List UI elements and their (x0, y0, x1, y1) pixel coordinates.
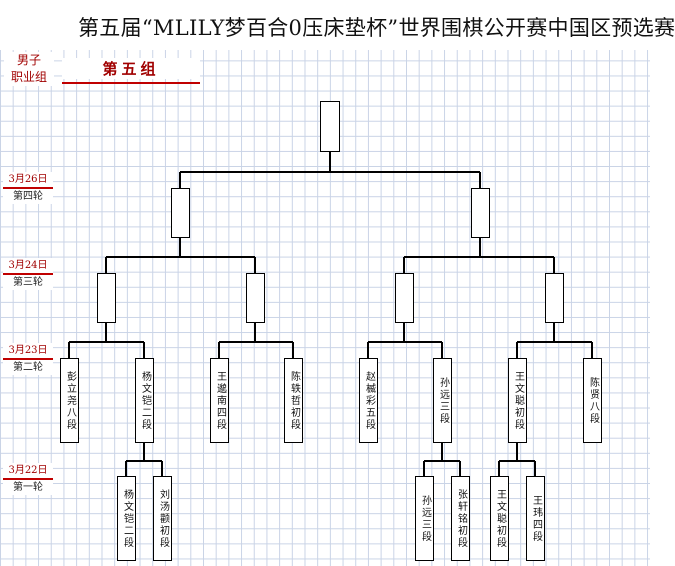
round3-label: 3月24日 第三轮 (3, 258, 53, 290)
group-underline (62, 82, 200, 84)
player-name: 杨文铠二段 (139, 370, 151, 431)
player-name: 彭立尧八段 (64, 370, 76, 431)
player-name: 杨文铠二段 (121, 488, 133, 549)
round3-box-4 (545, 273, 564, 323)
round2-player-box: 陈贤八段 (583, 358, 602, 443)
title-band (0, 0, 650, 50)
player-name: 张轩铭初段 (455, 488, 467, 549)
page-title: 第五届“MLILY梦百合0压床垫杯”世界围棋公开赛中国区预选赛 (78, 16, 675, 40)
round2-date: 3月23日 (3, 343, 53, 360)
player-name: 王文聪初段 (512, 370, 524, 431)
round1-player-box: 刘汤颧初段 (153, 476, 172, 561)
round2-player-box: 赵楲彩五段 (359, 358, 378, 443)
final-winner-box (320, 101, 340, 152)
round3-box-3 (395, 273, 414, 323)
bracket-lines (68, 152, 593, 476)
round2-player-box: 王文聪初段 (508, 358, 527, 443)
round2-name: 第二轮 (3, 360, 53, 375)
round1-label: 3月22日 第一轮 (3, 463, 53, 495)
round2-player-box: 王邈南四段 (210, 358, 229, 443)
player-name: 陈轶哲初段 (288, 370, 300, 431)
semifinal-box-right (471, 188, 490, 238)
round1-player-box: 王玮四段 (526, 476, 545, 561)
division-level: 职业组 (10, 70, 47, 84)
division-gender: 男子 (16, 53, 41, 67)
round4-label: 3月26日 第四轮 (3, 172, 53, 204)
round2-label: 3月23日 第二轮 (3, 343, 53, 375)
player-name: 陈贤八段 (587, 376, 599, 425)
round4-name: 第四轮 (3, 189, 53, 204)
player-name: 孙远三段 (437, 376, 449, 425)
round1-player-box: 王文聪初段 (490, 476, 509, 561)
round1-date: 3月22日 (3, 463, 53, 480)
semifinal-box-left (171, 188, 190, 238)
round2-player-box: 彭立尧八段 (60, 358, 79, 443)
division-label: 男子 职业组 (4, 52, 54, 86)
round4-date: 3月26日 (3, 172, 53, 189)
player-name: 王邈南四段 (214, 370, 226, 431)
round2-player-box: 杨文铠二段 (135, 358, 154, 443)
round2-player-box: 陈轶哲初段 (284, 358, 303, 443)
player-name: 孙远三段 (419, 494, 431, 543)
player-name: 王玮四段 (530, 494, 542, 543)
round3-date: 3月24日 (3, 258, 53, 275)
group-label: 第五组 (62, 58, 200, 79)
round1-player-box: 张轩铭初段 (451, 476, 470, 561)
round1-name: 第一轮 (3, 480, 53, 495)
round3-box-1 (97, 273, 116, 323)
round1-player-box: 孙远三段 (415, 476, 434, 561)
player-name: 赵楲彩五段 (363, 370, 375, 431)
player-name: 王文聪初段 (494, 488, 506, 549)
round1-player-box: 杨文铠二段 (117, 476, 136, 561)
round3-name: 第三轮 (3, 275, 53, 290)
round2-player-box: 孙远三段 (433, 358, 452, 443)
player-name: 刘汤颧初段 (157, 488, 169, 549)
round3-box-2 (246, 273, 265, 323)
